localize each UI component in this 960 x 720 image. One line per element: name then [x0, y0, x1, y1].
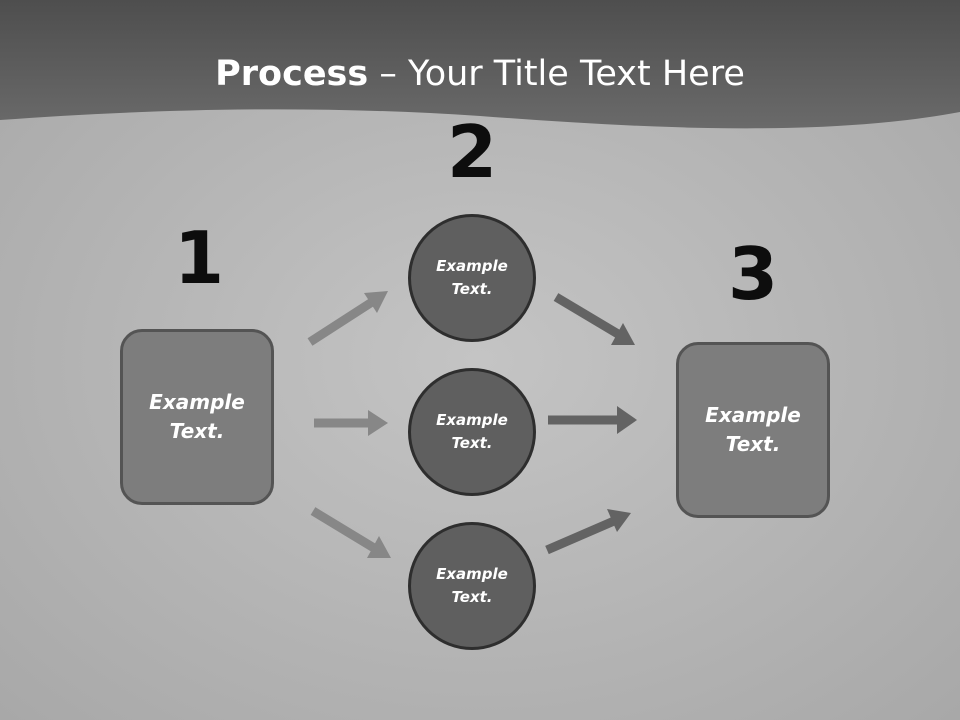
step-number-1: 1 — [173, 216, 225, 300]
circle-bottom-label: Example Text. — [436, 565, 508, 606]
slide-title: Process – Your Title Text Here — [0, 52, 960, 96]
title-rest: – Your Title Text Here — [368, 54, 745, 94]
arrow-circle-top-to-box3 — [553, 293, 635, 345]
step-number-3: 3 — [727, 232, 779, 316]
circle-middle-label: Example Text. — [436, 411, 508, 452]
arrow-circle-bottom-to-box3 — [545, 509, 631, 555]
arrow-box1-to-circle-middle — [314, 410, 388, 436]
step-1-label: Example Text. — [149, 390, 245, 443]
step-3-label: Example Text. — [705, 403, 801, 456]
arrow-box1-to-circle-bottom — [310, 507, 391, 558]
step-2-circle-middle: Example Text. — [408, 368, 536, 496]
title-bold: Process — [215, 54, 369, 94]
arrow-box1-to-circle-top — [307, 291, 388, 346]
step-2-circle-bottom: Example Text. — [408, 522, 536, 650]
step-1-box: Example Text. — [120, 329, 274, 505]
step-2-circle-top: Example Text. — [408, 214, 536, 342]
arrow-circle-middle-to-box3 — [548, 406, 637, 434]
header-band — [0, 0, 960, 129]
step-number-2: 2 — [446, 110, 498, 194]
step-3-box: Example Text. — [676, 342, 830, 518]
circle-top-label: Example Text. — [436, 257, 508, 298]
